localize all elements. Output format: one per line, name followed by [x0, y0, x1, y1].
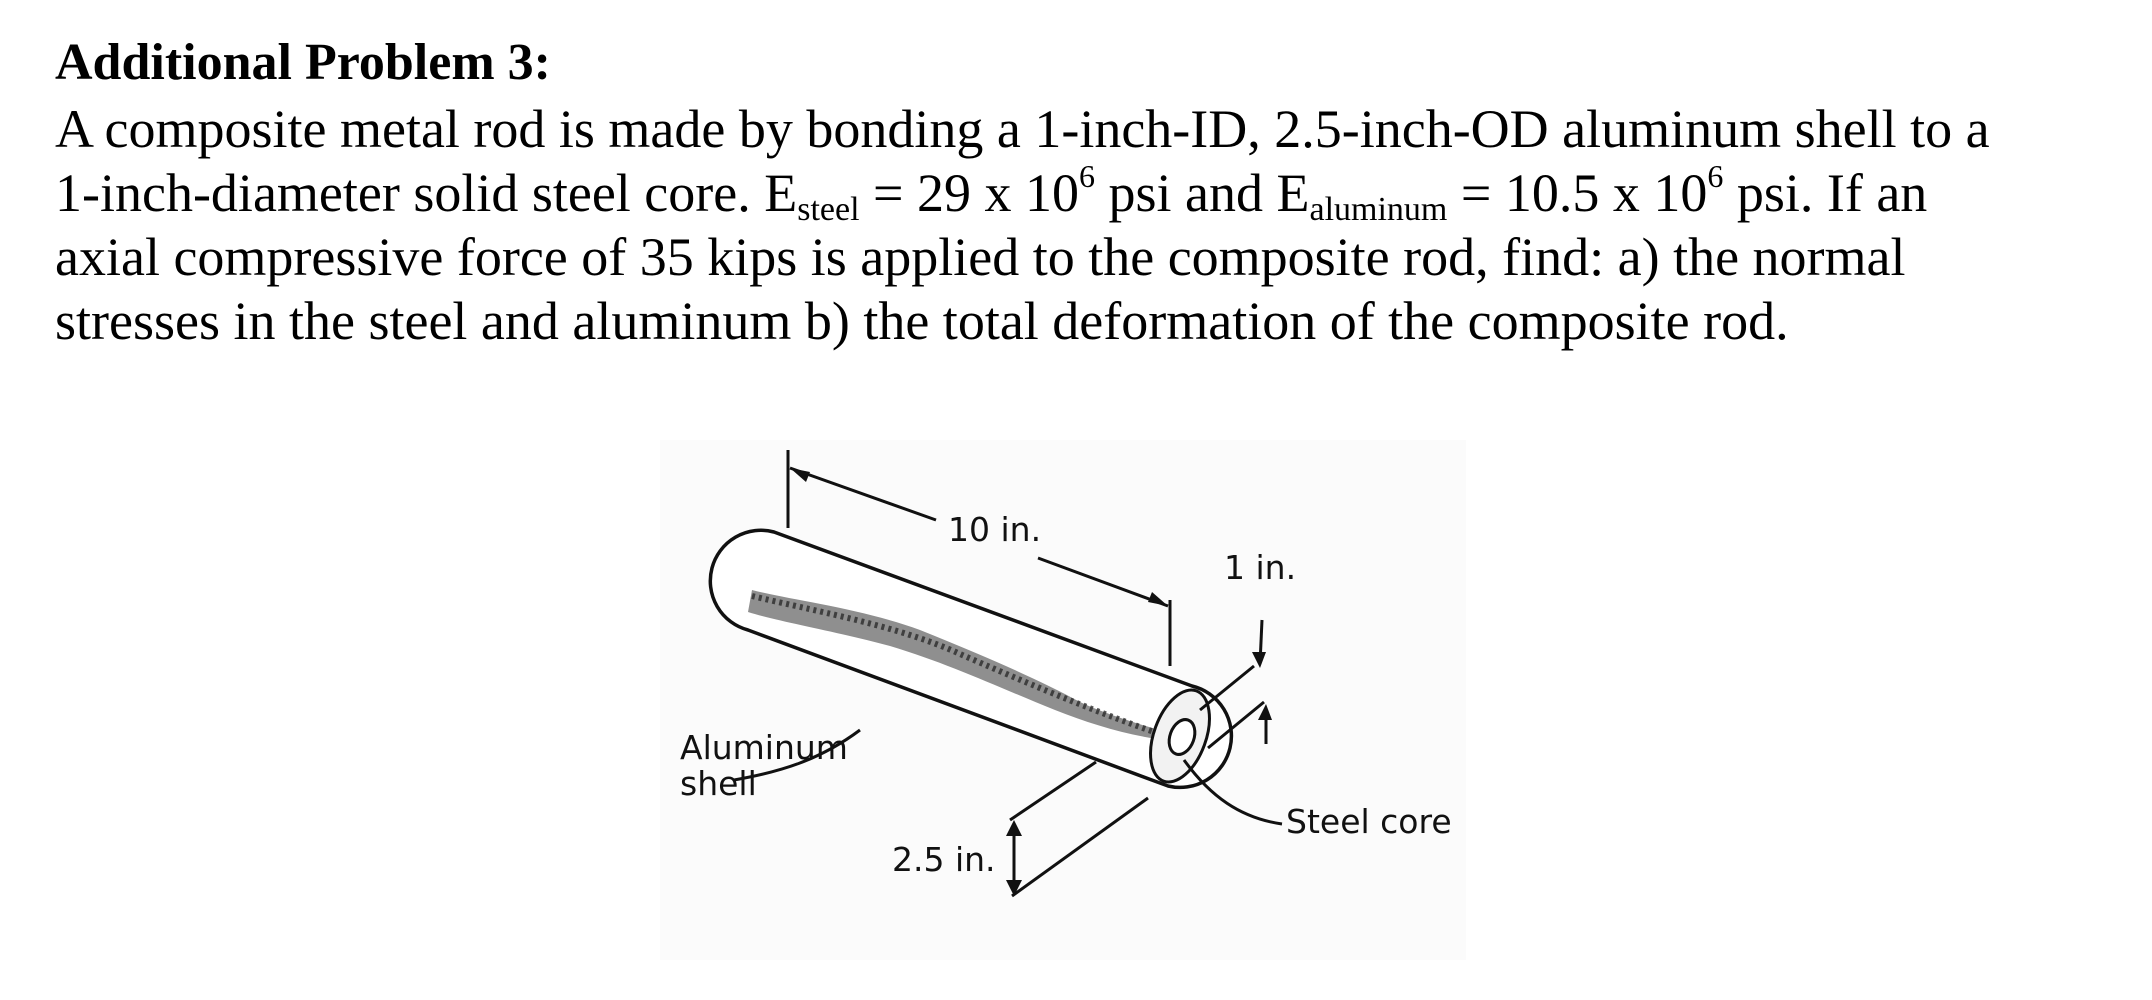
core-leader-line: [1182, 759, 1283, 826]
length-arrow-left: [790, 468, 810, 482]
length-arrow-right: [1148, 592, 1168, 606]
od-arrowhead-top: [1006, 820, 1022, 836]
problem-title: Additional Problem 3:: [55, 34, 551, 91]
aluminum-shell-label-line1: Aluminum: [680, 728, 848, 767]
aluminum-shell-label: Aluminum shell: [680, 730, 848, 802]
aluminum-subscript: aluminum: [1309, 191, 1448, 228]
statement-line-1: A composite metal rod is made by bonding…: [55, 99, 1990, 159]
steel-core-label: Steel core: [1286, 802, 1452, 841]
core-dia-arrowhead-top: [1252, 652, 1266, 668]
statement-line-2: 1-inch-diameter solid steel core. Esteel…: [55, 158, 2115, 228]
od-arrowhead-bottom: [1006, 880, 1022, 896]
statement-line-2-text-b: = 29 x 10: [859, 163, 1079, 223]
od-extension-2: [1011, 796, 1149, 898]
composite-rod-figure: 10 in. 1 in. Aluminum shell Steel core 2…: [660, 440, 1466, 960]
statement-line-2-text-e: psi. If an: [1723, 163, 1928, 223]
statement-line-2-text-d: = 10.5 x 10: [1447, 163, 1708, 223]
steel-exponent: 6: [1079, 158, 1095, 194]
core-dia-arrowhead-bottom: [1258, 704, 1272, 720]
rod-shading-texture: [751, 593, 1161, 737]
core-dia-extension-1: [1199, 664, 1255, 712]
aluminum-exponent: 6: [1707, 158, 1724, 194]
length-dimension-line-1: [789, 466, 937, 522]
length-label: 10 in.: [948, 510, 1042, 549]
statement-line-2-text-c: psi and E: [1095, 163, 1310, 223]
od-extension-1: [1009, 760, 1097, 822]
length-dimension-line-2: [1037, 556, 1169, 608]
aluminum-shell-label-line2: shell: [680, 764, 757, 803]
steel-core-end: [1167, 718, 1197, 756]
statement-line-3: axial compressive force of 35 kips is ap…: [55, 227, 1906, 287]
core-dia-extension-2: [1207, 700, 1265, 750]
core-diameter-label: 1 in.: [1224, 548, 1297, 587]
steel-subscript: steel: [797, 191, 860, 228]
statement-line-4: stresses in the steel and aluminum b) th…: [55, 291, 1789, 351]
statement-line-2-text-a: 1-inch-diameter solid steel core. E: [55, 163, 798, 223]
outer-diameter-label: 2.5 in.: [892, 840, 996, 879]
rod-shading: [748, 590, 1165, 740]
problem-statement: A composite metal rod is made by bonding…: [55, 97, 2115, 353]
composite-rod-drawing: [708, 450, 1283, 898]
shell-leader-line: [733, 728, 861, 782]
